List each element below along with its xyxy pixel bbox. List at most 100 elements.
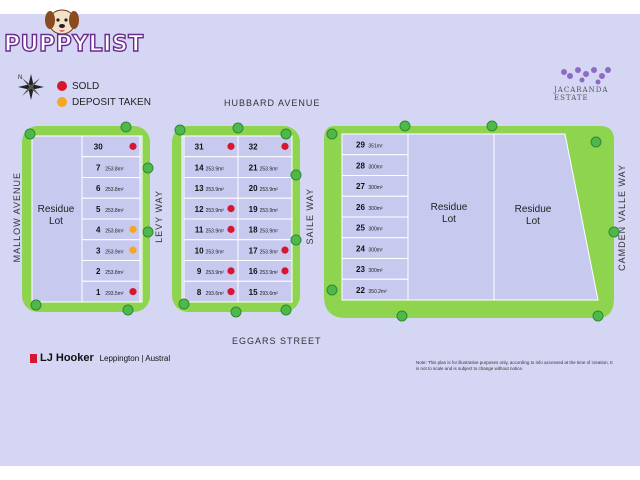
tree-icon xyxy=(142,226,154,238)
sold-marker xyxy=(129,142,137,150)
lot-number: 10 xyxy=(195,246,204,255)
disclaimer-note: Note: This plan is for illustrative purp… xyxy=(416,360,613,371)
lot-number: 8 xyxy=(197,288,202,297)
tree-icon xyxy=(280,128,292,140)
puppylist-wordmark: PUPPYLIST xyxy=(3,31,144,57)
tree-icon xyxy=(24,128,36,140)
lot-number: 12 xyxy=(195,205,204,214)
lot-area: 253.9m² xyxy=(260,249,279,255)
deposit-marker xyxy=(129,225,137,233)
lot-area: 253.8m² xyxy=(105,208,124,214)
lot-area: 253.8m² xyxy=(105,229,124,235)
lot-area: 253.9m² xyxy=(260,187,279,193)
tree-icon xyxy=(592,310,604,322)
lot-area: 300m² xyxy=(368,206,383,212)
lot-number: 15 xyxy=(249,288,258,297)
tree-icon xyxy=(290,234,302,246)
tree-icon xyxy=(396,310,408,322)
lot-number: 23 xyxy=(356,265,365,274)
lot-number: 11 xyxy=(195,226,204,235)
lot-area: 253.9m² xyxy=(206,187,225,193)
lot-area: 300m² xyxy=(368,164,383,170)
lot-number: 4 xyxy=(96,226,101,235)
lot-area: 253.9m² xyxy=(206,208,225,214)
sold-marker xyxy=(227,267,235,275)
north-label: N xyxy=(18,75,22,81)
puppylist-logo xyxy=(45,9,79,35)
sold-marker xyxy=(227,205,235,213)
lot-number: 1 xyxy=(96,288,101,297)
sold-marker xyxy=(281,142,289,150)
lot-22[interactable] xyxy=(341,278,409,301)
lot-area: 300m² xyxy=(368,247,383,253)
tree-icon xyxy=(142,162,154,174)
lot-number: 20 xyxy=(249,184,258,193)
tree-icon xyxy=(486,120,498,132)
lot-number: 21 xyxy=(249,163,258,172)
residue-mid-label-2: Lot xyxy=(442,214,456,225)
residue-left-label-2: Lot xyxy=(49,216,63,227)
tree-icon xyxy=(230,306,242,318)
sold-marker xyxy=(129,288,137,296)
lot-1[interactable] xyxy=(81,280,141,303)
lot-15[interactable] xyxy=(237,280,293,303)
lot-area: 300m² xyxy=(368,185,383,191)
lot-number: 6 xyxy=(96,184,101,193)
tree-icon xyxy=(326,284,338,296)
residue-right-label-1: Residue xyxy=(515,204,552,215)
lot-number: 28 xyxy=(356,161,365,170)
lot-area: 253.9m² xyxy=(260,229,279,235)
lot-area: 253.8m² xyxy=(105,187,124,193)
tree-icon xyxy=(122,304,134,316)
residue-mid-label-1: Residue xyxy=(431,202,468,213)
lot-number: 19 xyxy=(249,205,258,214)
tree-icon xyxy=(178,298,190,310)
trees-layer xyxy=(24,120,620,322)
sold-marker xyxy=(227,288,235,296)
lot-number: 16 xyxy=(249,267,258,276)
residue-right-label-2: Lot xyxy=(526,216,540,227)
lot-number: 32 xyxy=(249,143,258,152)
tree-icon xyxy=(326,128,338,140)
lot-area: 253.9m² xyxy=(206,270,225,276)
legend-deposit-label: DEPOSIT TAKEN xyxy=(72,97,151,108)
tree-icon xyxy=(232,122,244,134)
lot-area: 293.6m² xyxy=(260,291,279,297)
lot-area: 350.2m² xyxy=(368,289,387,295)
deposit-marker-icon xyxy=(57,97,67,107)
lot-area: 253.9m² xyxy=(206,249,225,255)
lot-number: 26 xyxy=(356,203,365,212)
lot-area: 253.8m² xyxy=(105,270,124,276)
lot-number: 18 xyxy=(249,226,258,235)
lot-number: 13 xyxy=(195,184,204,193)
agency-office: Leppington | Austral xyxy=(99,354,171,363)
lot-number: 14 xyxy=(195,163,204,172)
deposit-marker xyxy=(129,246,137,254)
lot-area: 253.9m² xyxy=(206,166,225,172)
lot-area: 300m² xyxy=(368,268,383,274)
street-eggars: EGGARS STREET xyxy=(232,336,322,346)
legend-sold-label: SOLD xyxy=(72,81,100,92)
tree-icon xyxy=(399,120,411,132)
lot-number: 2 xyxy=(96,267,101,276)
agency-branding: LJ Hooker Leppington | Austral xyxy=(30,352,170,364)
lot-number: 31 xyxy=(195,143,204,152)
lot-number: 27 xyxy=(356,182,365,191)
lot-area: 293.6m² xyxy=(206,291,225,297)
sold-marker xyxy=(227,225,235,233)
lot-number: 29 xyxy=(356,141,365,150)
lot-number: 30 xyxy=(94,143,103,152)
legend-markers xyxy=(57,81,67,107)
sold-marker xyxy=(281,246,289,254)
compass-icon: N xyxy=(18,74,44,100)
residue-left-label-1: Residue xyxy=(38,204,75,215)
estate-name: JACARANDA ESTATE xyxy=(554,86,609,102)
tree-icon xyxy=(30,299,42,311)
lot-number: 25 xyxy=(356,224,365,233)
lot-area: 253.9m² xyxy=(260,208,279,214)
jacaranda-flower-icon xyxy=(561,67,611,85)
lot-area: 293.5m² xyxy=(105,291,124,297)
